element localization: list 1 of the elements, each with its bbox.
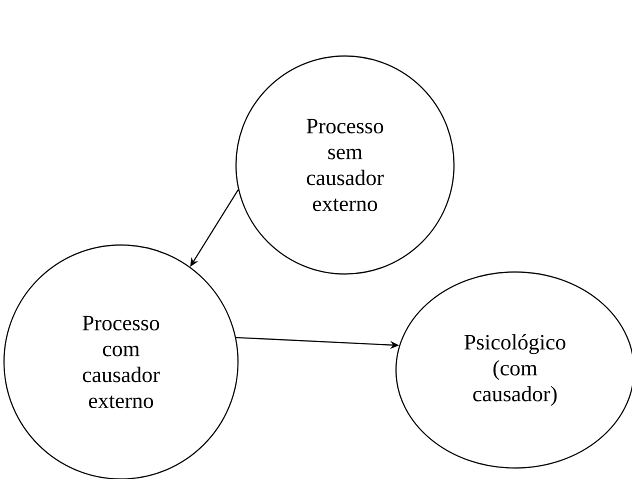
circle-node: Processo sem causador externo [235,55,455,275]
